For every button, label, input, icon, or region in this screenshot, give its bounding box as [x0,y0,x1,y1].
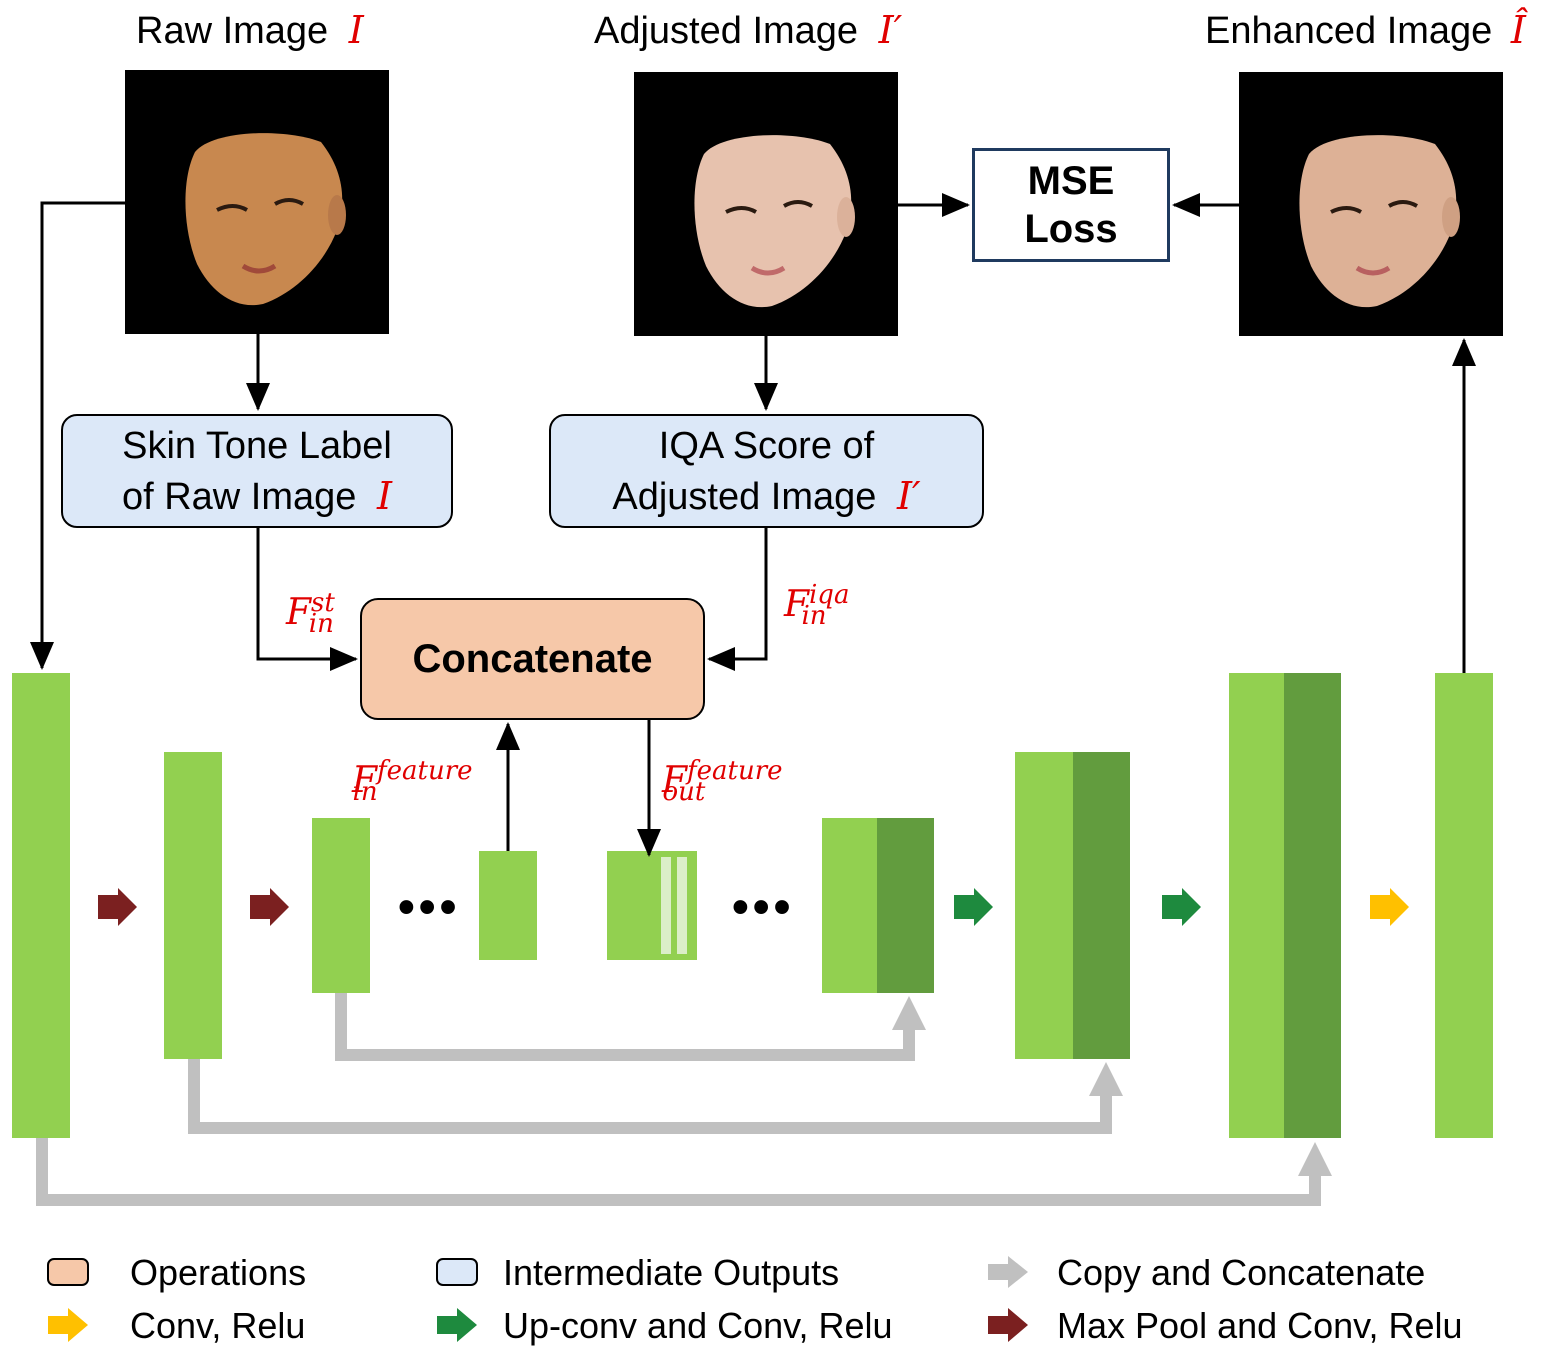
enhanced-image-title: Enhanced Image Î [1205,8,1526,53]
raw-image-label: Raw Image [136,10,329,52]
mse-loss-box: MSE Loss [972,148,1170,262]
legend-upconv: Up-conv and Conv, Relu [503,1305,893,1346]
f-in-iqa-label: Fiqain [784,580,850,632]
decoder-feature-1 [1229,673,1341,1138]
adjusted-image-symbol: I′ [878,8,903,52]
iqa-to-concat-arrow [707,528,768,671]
mse-line2: Loss [1024,207,1118,251]
mse-line1: MSE [1027,159,1115,203]
adjusted-image-label: Adjusted Image [594,10,859,52]
upconv-arrow-2 [1162,888,1201,926]
legend-copy: Copy and Concatenate [1057,1252,1426,1293]
enhanced-face-image [1239,72,1503,336]
adjusted-image-title: Adjusted Image I′ [594,8,902,53]
maxpool-arrow-2 [250,888,289,926]
raw-image-title: Raw Image I [136,8,364,53]
upconv-arrow-1 [954,888,993,926]
maxpool-legend-arrow [988,1308,1028,1342]
concatenate-label: Concatenate [412,636,653,681]
skin-tone-label-box: Skin Tone Label of Raw Image I [61,414,453,528]
copy-connector-3 [335,993,915,1061]
output-feature [1435,673,1493,1138]
copy-legend-arrow [988,1256,1028,1288]
iqa-score-box: IQA Score of Adjusted Image I′ [549,414,984,528]
maxpool-arrow-1 [98,888,137,926]
copy-arrowhead-3 [892,996,926,1030]
decoder-feature-2 [1015,752,1130,1059]
ellipsis-encoder: ••• [398,881,461,934]
raw-image-symbol: I [348,8,364,52]
iqa-symbol: I′ [896,473,921,518]
ellipsis-decoder: ••• [732,881,795,934]
f-in-feature-label: Ffeaturein [352,756,473,808]
intermediate-legend-swatch [436,1258,478,1286]
legend-maxpool: Max Pool and Conv, Relu [1057,1305,1463,1346]
legend-operations: Operations [130,1252,307,1293]
f-out-feature-label: Ffeatureout [662,756,783,808]
decoder-feature-3 [822,818,934,993]
copy-arrowhead-2 [1089,1062,1123,1096]
copy-connector-2 [188,1059,1112,1134]
raw-face-image [125,70,389,334]
encoder-feature-1 [12,673,70,1138]
concatenate-box: Concatenate [360,598,705,720]
encoder-feature-3 [312,818,370,993]
iqa-line1: IQA Score of [658,424,875,467]
iqa-line2: Adjusted Image [612,475,877,518]
copy-connector-1 [36,1138,1321,1206]
legend-intermediate: Intermediate Outputs [503,1252,840,1293]
copy-arrowhead-1 [1298,1142,1332,1176]
raw-to-encoder-arrow [30,201,125,670]
skin-tone-line2: of Raw Image [121,475,357,518]
conv-legend-arrow [48,1308,88,1342]
enhanced-image-label: Enhanced Image [1205,10,1493,52]
f-in-st-label: Fstin [286,588,335,640]
adjusted-face-image [634,72,898,336]
skin-tone-symbol: I [377,473,393,518]
skin-tone-to-concat-arrow [256,528,358,671]
legend-conv: Conv, Relu [130,1305,306,1346]
encoder-feature-2 [164,752,222,1059]
bottleneck-feature [479,851,537,960]
operations-legend-swatch [47,1258,89,1286]
conv-arrow-1 [1370,888,1409,926]
bottleneck-concat-feature [607,851,697,960]
enhanced-image-symbol: Î [1510,8,1526,52]
upconv-legend-arrow [437,1308,477,1342]
skin-tone-line1: Skin Tone Label [122,424,392,467]
